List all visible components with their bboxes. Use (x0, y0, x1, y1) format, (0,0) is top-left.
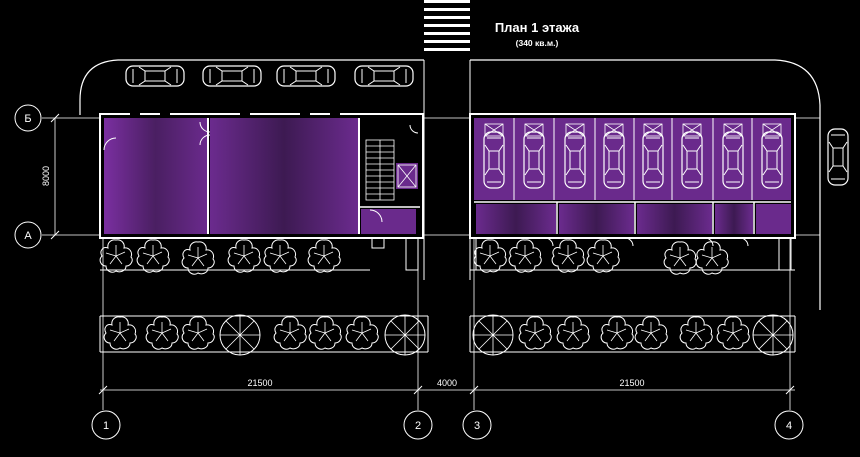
room-left-a (104, 118, 207, 234)
car-icon (125, 65, 185, 87)
room-left-c (361, 209, 416, 234)
plan-area: (340 кв.м.) (516, 38, 559, 48)
room-right-a (476, 204, 556, 234)
room-right-c (637, 204, 712, 234)
axis-col-3: 3 (474, 420, 480, 432)
trees-upper (99, 239, 729, 275)
dim-gap: 4000 (437, 378, 457, 388)
dim-left-width: 21500 (247, 378, 272, 388)
axis-col-1: 1 (103, 420, 109, 432)
room-right-b (559, 204, 634, 234)
car-icon (354, 65, 414, 87)
axis-col-2: 2 (415, 420, 421, 432)
room-left-b (210, 118, 358, 234)
left-building (99, 113, 424, 271)
car-icon (276, 65, 336, 87)
dimension-width: 21500 4000 21500 (98, 378, 795, 395)
car-icon (202, 65, 262, 87)
plan-title: План 1 этажа (495, 20, 580, 35)
axis-row-b: Б (24, 113, 31, 125)
dim-8000: 8000 (41, 166, 51, 186)
axis-col-4: 4 (786, 420, 792, 432)
stair-icon (365, 139, 417, 201)
road-outline (79, 59, 821, 310)
dim-right-width: 21500 (619, 378, 644, 388)
axis-row-a: А (24, 230, 32, 242)
car-icon (827, 128, 849, 186)
trees-lower (103, 314, 794, 356)
axis-bubble-icon: Б А (14, 104, 42, 249)
dimension-height: 8000 (41, 113, 60, 240)
right-building (469, 113, 796, 271)
column-axis-bubbles: 1 2 3 4 (91, 410, 804, 440)
crosswalk-icon (424, 0, 470, 51)
